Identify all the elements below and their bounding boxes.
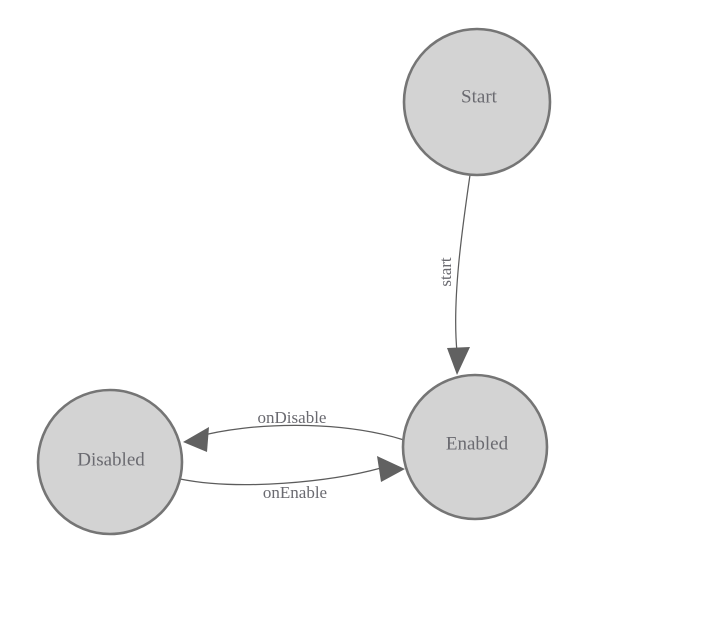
state-node-start-circle xyxy=(402,27,552,177)
state-node-enabled-label: Enabled xyxy=(446,433,509,454)
edge-disabled-to-enabled-arrowhead xyxy=(377,456,405,482)
edge-enabled-to-disabled-arrowhead xyxy=(183,427,209,452)
state-node-disabled-circle xyxy=(36,388,184,536)
edge-enabled-to-disabled[interactable]: onDisable xyxy=(183,408,405,452)
edge-disabled-to-enabled[interactable]: onEnable xyxy=(179,456,405,502)
edge-enabled-to-disabled-path xyxy=(195,424,405,441)
state-node-disabled-label: Disabled xyxy=(77,449,145,470)
state-node-start-label: Start xyxy=(461,86,498,107)
state-node-enabled-circle xyxy=(401,373,549,521)
edge-start-to-enabled-path xyxy=(455,174,471,353)
state-node-start[interactable]: Start xyxy=(402,27,552,177)
edge-start-to-enabled-arrowhead xyxy=(447,347,470,375)
edge-disabled-to-enabled-path xyxy=(179,467,382,486)
edge-label-start: start xyxy=(436,257,455,287)
edge-start-to-enabled[interactable]: start xyxy=(436,174,471,375)
edge-label-on-disable: onDisable xyxy=(258,408,327,427)
state-node-enabled[interactable]: Enabled xyxy=(401,373,549,521)
edge-label-on-enable: onEnable xyxy=(263,483,327,502)
state-node-disabled[interactable]: Disabled xyxy=(36,388,184,536)
